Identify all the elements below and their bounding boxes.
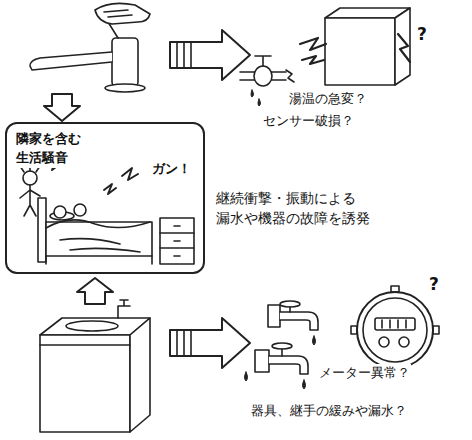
hollow-arrow [170,30,250,80]
sound-effect: ガン！ [151,160,192,179]
faucet-figure [30,3,150,92]
question-mark: ? [416,22,428,47]
hollow-arrow [44,94,80,121]
note-label: センサー破損？ [262,112,355,131]
water-heater [300,8,410,85]
washing-machine [40,300,150,432]
note-label: 湯温の急変？ [288,90,368,109]
note-label: 器具、継手の緩みや漏水？ [250,402,408,421]
box-heading: 隣家を含む 生活騒音 [15,130,91,168]
water-meter [351,286,439,374]
scene-box: 隣家を含む 生活騒音ガン！ [5,122,205,274]
question-mark: ? [428,272,440,297]
noise-scene [20,160,194,264]
dripping-faucet [245,301,319,389]
note-label: 継続衝撃・振動による 漏水や機器の故障を誘発 [215,188,379,229]
hollow-arrow [170,318,250,368]
hollow-arrow [77,278,113,304]
pipe-fitting [240,56,294,106]
note-label: メーター異常？ [318,364,411,383]
